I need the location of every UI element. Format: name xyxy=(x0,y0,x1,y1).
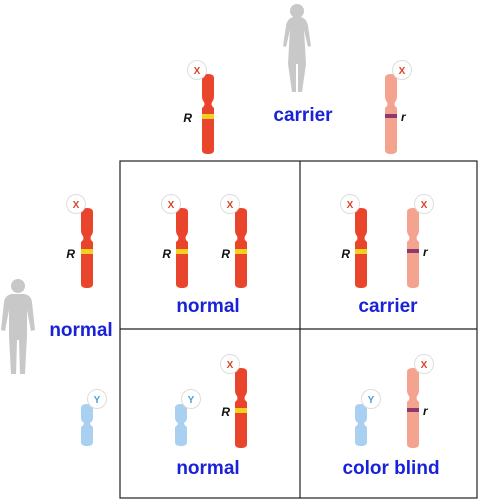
svg-text:Y: Y xyxy=(188,395,195,406)
svg-text:X: X xyxy=(227,360,234,371)
x-dominant-chromosome xyxy=(176,208,188,288)
allele-label: R xyxy=(162,247,171,261)
offspring-label: normal xyxy=(176,458,239,479)
svg-text:X: X xyxy=(168,200,175,211)
x-recessive-chromosome xyxy=(407,368,419,448)
mother-x-recessive-chromosome xyxy=(385,74,397,154)
x-dominant-chromosome xyxy=(235,368,247,448)
offspring-label: normal xyxy=(176,296,239,317)
dominant-band xyxy=(81,249,93,254)
svg-text:X: X xyxy=(73,200,80,211)
offspring-label: color blind xyxy=(342,458,439,479)
x-badge: X xyxy=(414,354,434,374)
father-x-badge: X xyxy=(66,194,86,214)
mother-label: carrier xyxy=(273,105,333,126)
svg-text:X: X xyxy=(399,66,406,77)
offspring-cell-top-right: X R X r carrier xyxy=(340,194,434,317)
father-y-chromosome xyxy=(81,404,93,446)
allele-label: R xyxy=(221,247,230,261)
svg-text:X: X xyxy=(421,360,428,371)
offspring-cell-bottom-right: Y X r color blind xyxy=(342,354,440,479)
mother-x-dominant-chromosome xyxy=(202,74,214,154)
x-badge: X xyxy=(220,354,240,374)
allele-label: r xyxy=(423,404,429,418)
punnett-grid xyxy=(119,160,478,499)
offspring-cell-bottom-left: Y X R normal xyxy=(175,354,247,479)
father-x-dominant-chromosome xyxy=(81,208,93,288)
mother-x-badge: X xyxy=(187,60,207,80)
x-badge: X xyxy=(340,194,360,214)
x-dominant-chromosome xyxy=(235,208,247,288)
allele-label: r xyxy=(423,245,429,259)
x-dominant-chromosome xyxy=(355,208,367,288)
male-silhouette-icon xyxy=(1,279,35,374)
y-chromosome xyxy=(355,404,367,446)
allele-label: r xyxy=(401,110,407,124)
x-badge: X xyxy=(220,194,240,214)
offspring-cell-top-left: X R X R normal xyxy=(161,194,247,317)
allele-label: R xyxy=(221,405,230,419)
svg-text:X: X xyxy=(227,200,234,211)
y-badge: Y xyxy=(361,389,381,409)
y-badge: Y xyxy=(181,389,201,409)
recessive-band xyxy=(385,114,397,118)
svg-text:X: X xyxy=(194,66,201,77)
x-badge: X xyxy=(161,194,181,214)
allele-label: R xyxy=(66,247,75,261)
mother-x-badge: X xyxy=(392,60,412,80)
dominant-band xyxy=(202,114,214,119)
female-silhouette-icon xyxy=(283,4,311,92)
y-chromosome xyxy=(175,404,187,446)
svg-text:X: X xyxy=(421,200,428,211)
svg-text:X: X xyxy=(347,200,354,211)
allele-label: R xyxy=(341,247,350,261)
svg-text:Y: Y xyxy=(94,395,101,406)
svg-text:Y: Y xyxy=(368,395,375,406)
x-recessive-chromosome xyxy=(407,208,419,288)
father-label: normal xyxy=(49,320,112,341)
x-badge: X xyxy=(414,194,434,214)
allele-label: R xyxy=(183,111,192,125)
offspring-label: carrier xyxy=(358,296,418,317)
father-y-badge: Y xyxy=(87,389,107,409)
